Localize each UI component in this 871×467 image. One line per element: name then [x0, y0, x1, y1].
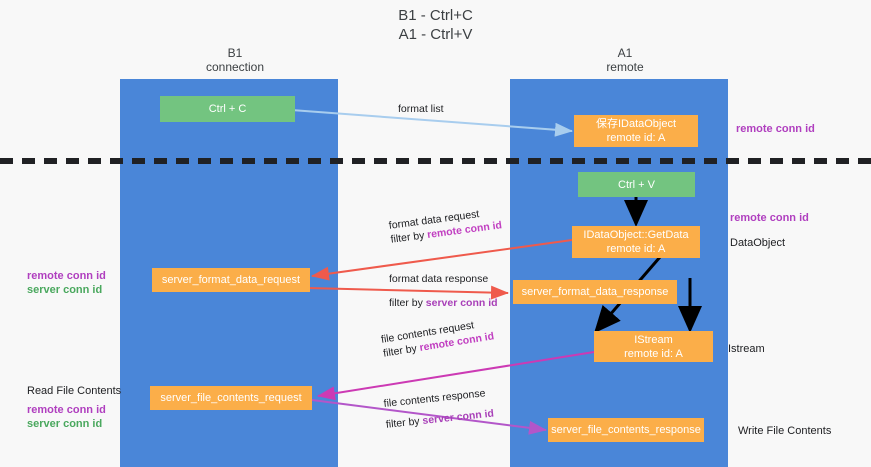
column-header-right: A1 remote [606, 46, 644, 74]
node-server-file-contents-response[interactable]: server_file_contents_response [548, 418, 704, 442]
edge-label-format-list: format list [398, 103, 444, 115]
node-istream[interactable]: IStream remote id: A [594, 331, 713, 362]
node-ctrl-c[interactable]: Ctrl + C [160, 96, 295, 122]
annotation-remote-conn-id-mid: remote conn id [730, 212, 809, 224]
node-server-format-data-request[interactable]: server_format_data_request [152, 268, 310, 292]
node-idataobject[interactable]: 保存IDataObject remote id: A [574, 115, 698, 147]
annotation-write-file-contents: Write File Contents [738, 425, 832, 437]
node-server-file-contents-request[interactable]: server_file_contents_request [150, 386, 312, 410]
column-header-left: B1 connection [205, 46, 265, 74]
edge-label-line1: file contents response [383, 387, 486, 410]
annotation-read-file-contents: Read File Contents [27, 385, 122, 397]
node-idataobject-getdata[interactable]: IDataObject::GetData remote id: A [572, 226, 700, 258]
node-ctrl-v[interactable]: Ctrl + V [578, 172, 695, 197]
annotation-istream: Istream [728, 343, 765, 355]
annotation-left-remote-conn-id-mid: remote conn id [27, 270, 106, 282]
edge-label-line2: filter by server conn id [385, 407, 494, 432]
edge-label-file-contents-request: file contents request filter by remote c… [380, 315, 495, 360]
edge-label-prefix: filter by [389, 229, 428, 246]
edge-label-file-contents-response: file contents response filter by server … [383, 386, 495, 432]
annotation-dataobject: DataObject [730, 237, 786, 249]
annotation-left-server-conn-id-mid: server conn id [27, 284, 103, 296]
edge-label-key: server conn id [421, 407, 495, 427]
annotation-remote-conn-id-top: remote conn id [736, 123, 815, 135]
page-title: B1 - Ctrl+C A1 - Ctrl+V [398, 7, 473, 43]
edge-label-prefix: filter by [389, 297, 426, 309]
edge-label-key: server conn id [425, 297, 498, 309]
edge-label-format-data-response: format data response filter by server co… [389, 272, 498, 310]
edge-label-prefix: filter by [385, 415, 424, 431]
edge-label-format-data-request: format data request filter by remote con… [388, 204, 503, 246]
edge-label-line1: format data response [389, 273, 489, 285]
edge-label-line2: filter by server conn id [389, 296, 498, 310]
node-server-format-data-response[interactable]: server_format_data_response [513, 280, 677, 304]
annotation-left-remote-conn-id-bottom: remote conn id [27, 404, 106, 416]
annotation-left-server-conn-id-bottom: server conn id [27, 418, 103, 430]
